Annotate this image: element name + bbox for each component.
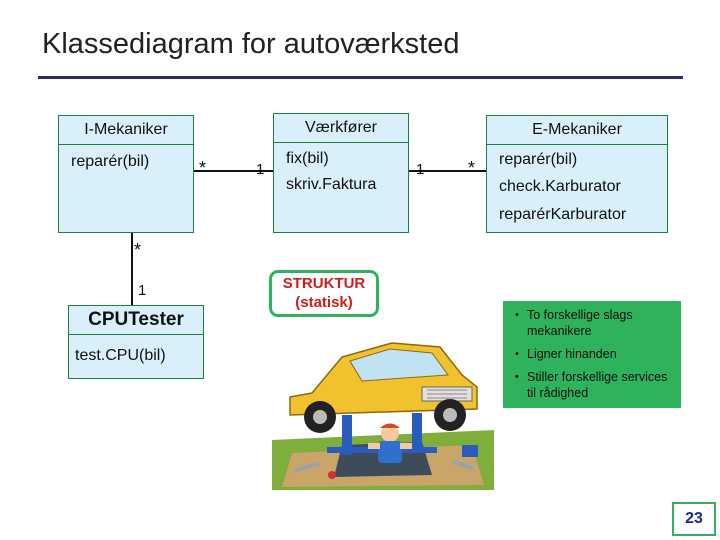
mult-imek-vaerk-left: * [199,158,207,178]
class-e-mekaniker-name: E-Mekaniker [487,116,667,145]
note-item: To forskellige slags mekanikere [515,307,675,339]
class-e-mekaniker: E-Mekaniker reparér(bil) check.Karburato… [486,115,668,233]
mult-imek-cpu-top: * [134,240,142,260]
association-imek-cpu [131,233,133,305]
class-vaerkfoerer-body: fix(bil) skriv.Faktura [274,143,408,232]
op-e-mekaniker-check: check.Karburator [499,178,621,195]
class-vaerkfoerer: Værkfører fix(bil) skriv.Faktura [273,113,409,233]
mult-vaerk-emek-right: * [468,158,476,178]
callout-line-2: (statisk) [295,294,353,311]
class-vaerkfoerer-name: Værkfører [274,114,408,143]
class-i-mekaniker-body: reparér(bil) [59,145,193,232]
class-cputester-body: test.CPU(bil) [69,335,203,378]
class-i-mekaniker-name: I-Mekaniker [59,116,193,145]
class-e-mekaniker-body: reparér(bil) check.Karburator reparérKar… [487,145,667,232]
callout-line-1: STRUKTUR [282,275,366,292]
mult-imek-vaerk-right: 1 [256,161,265,178]
title-rule [38,76,683,79]
op-i-mekaniker-repair: reparér(bil) [71,153,150,170]
class-cputester-name: CPUTester [69,306,203,335]
mult-imek-cpu-bottom: 1 [138,282,147,299]
slide-title: Klassediagram for autoværksted [42,28,460,60]
class-i-mekaniker: I-Mekaniker reparér(bil) [58,115,194,233]
mult-vaerk-emek-left: 1 [416,161,425,178]
op-e-mekaniker-repair-karb: reparérKarburator [499,206,627,223]
page-number: 23 [672,502,716,536]
association-imek-vaerk [194,170,273,172]
car-mechanic-illustration [272,335,494,490]
op-vaerkfoerer-fix: fix(bil) [286,150,329,167]
notes-box: To forskellige slags mekanikere Ligner h… [503,301,681,408]
association-vaerk-emek [409,170,486,172]
structure-callout: STRUKTUR (statisk) [269,270,379,317]
op-cputester-test: test.CPU(bil) [75,347,166,364]
note-item: Stiller forskellige services til rådighe… [515,369,675,401]
op-e-mekaniker-repair: reparér(bil) [499,151,578,168]
op-vaerkfoerer-faktura: skriv.Faktura [286,176,377,193]
note-item: Ligner hinanden [515,346,675,362]
class-cputester: CPUTester test.CPU(bil) [68,305,204,379]
